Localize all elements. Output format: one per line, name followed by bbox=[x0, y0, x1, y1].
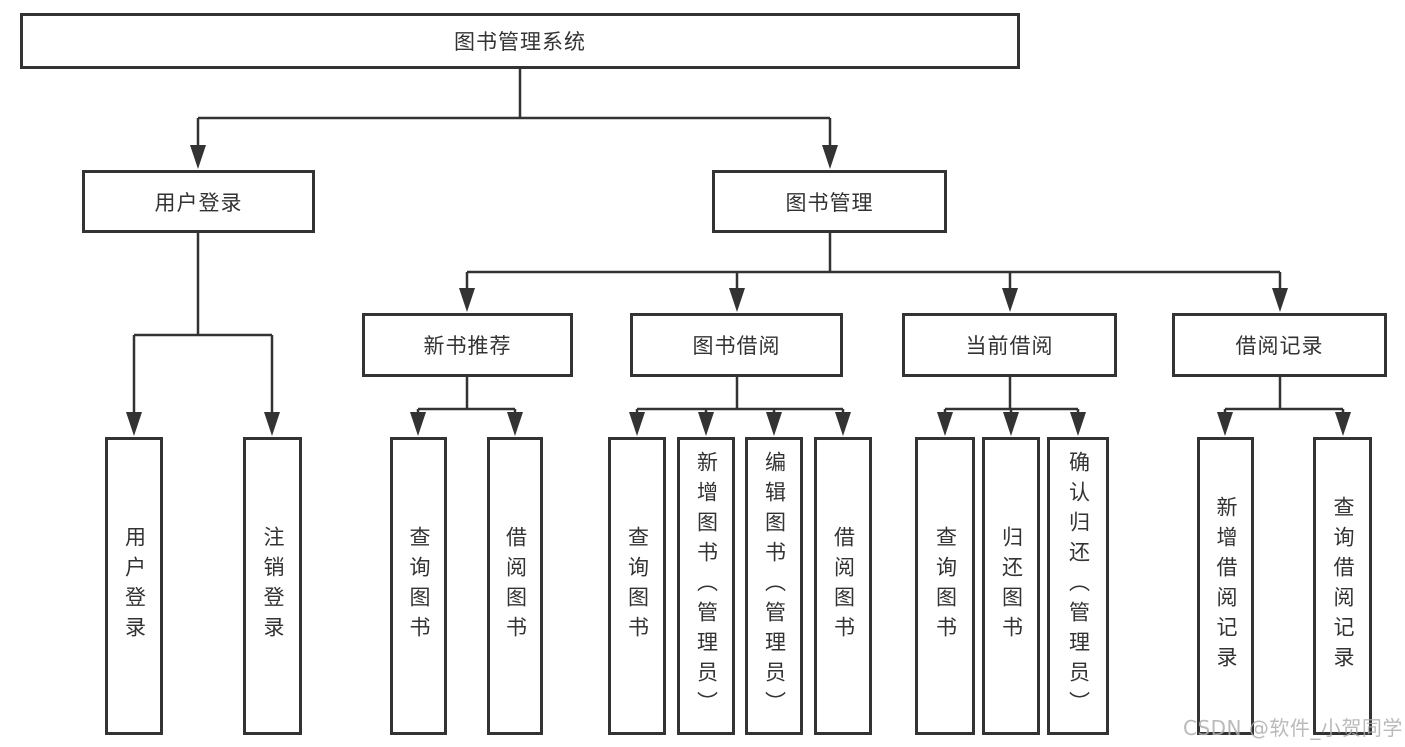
watermark-text: CSDN @软件_小贺同学 bbox=[1183, 716, 1403, 740]
leaf-label: 查询图书 bbox=[933, 526, 958, 646]
node-label: 当前借阅 bbox=[965, 334, 1054, 358]
node-label: 图书管理 bbox=[785, 190, 874, 215]
leaf-label: 编辑图书（管理员） bbox=[762, 451, 787, 721]
node-borrow-records: 借阅记录 bbox=[1172, 313, 1387, 377]
node-user-login-branch: 用户登录 bbox=[82, 170, 315, 233]
leaf-query-books-current: 查询图书 bbox=[915, 437, 975, 735]
node-label: 借阅记录 bbox=[1235, 334, 1324, 358]
leaf-label: 查询借阅记录 bbox=[1331, 496, 1356, 676]
leaf-add-borrow-record: 新增借阅记录 bbox=[1197, 437, 1254, 735]
node-book-management: 图书管理 bbox=[712, 170, 947, 233]
leaf-return-book: 归还图书 bbox=[982, 437, 1040, 735]
leaf-borrow-books-recommend: 借阅图书 bbox=[487, 437, 543, 735]
leaf-borrow-books: 借阅图书 bbox=[814, 437, 872, 735]
leaf-query-books-borrow: 查询图书 bbox=[608, 437, 666, 735]
node-root-system: 图书管理系统 bbox=[20, 13, 1020, 69]
node-root-label: 图书管理系统 bbox=[454, 30, 586, 54]
leaf-label: 用户登录 bbox=[122, 526, 147, 646]
leaf-query-borrow-record: 查询借阅记录 bbox=[1313, 437, 1372, 735]
leaf-label: 借阅图书 bbox=[503, 526, 528, 646]
node-label: 新书推荐 bbox=[423, 334, 512, 358]
leaf-label: 注销登录 bbox=[261, 526, 286, 646]
leaf-label: 新增图书（管理员） bbox=[694, 451, 719, 721]
leaf-add-book-admin: 新增图书（管理员） bbox=[677, 437, 735, 735]
leaf-label: 借阅图书 bbox=[831, 526, 856, 646]
leaf-label: 查询图书 bbox=[407, 526, 432, 646]
leaf-label: 确认归还（管理员） bbox=[1066, 451, 1091, 721]
leaf-label: 新增借阅记录 bbox=[1214, 496, 1239, 676]
leaf-label: 归还图书 bbox=[999, 526, 1024, 646]
leaf-confirm-return-admin: 确认归还（管理员） bbox=[1047, 437, 1109, 735]
leaf-edit-book-admin: 编辑图书（管理员） bbox=[745, 437, 803, 735]
node-book-borrow: 图书借阅 bbox=[630, 313, 843, 377]
arrow-down-icons bbox=[126, 145, 1351, 436]
leaf-query-books-recommend: 查询图书 bbox=[390, 437, 447, 735]
node-new-book-recommend: 新书推荐 bbox=[362, 313, 573, 377]
leaf-logout: 注销登录 bbox=[243, 437, 302, 735]
node-current-borrow: 当前借阅 bbox=[902, 313, 1117, 377]
leaf-label: 查询图书 bbox=[625, 526, 650, 646]
node-label: 用户登录 bbox=[154, 190, 243, 215]
leaf-user-login: 用户登录 bbox=[105, 437, 163, 735]
node-label: 图书借阅 bbox=[692, 334, 781, 358]
